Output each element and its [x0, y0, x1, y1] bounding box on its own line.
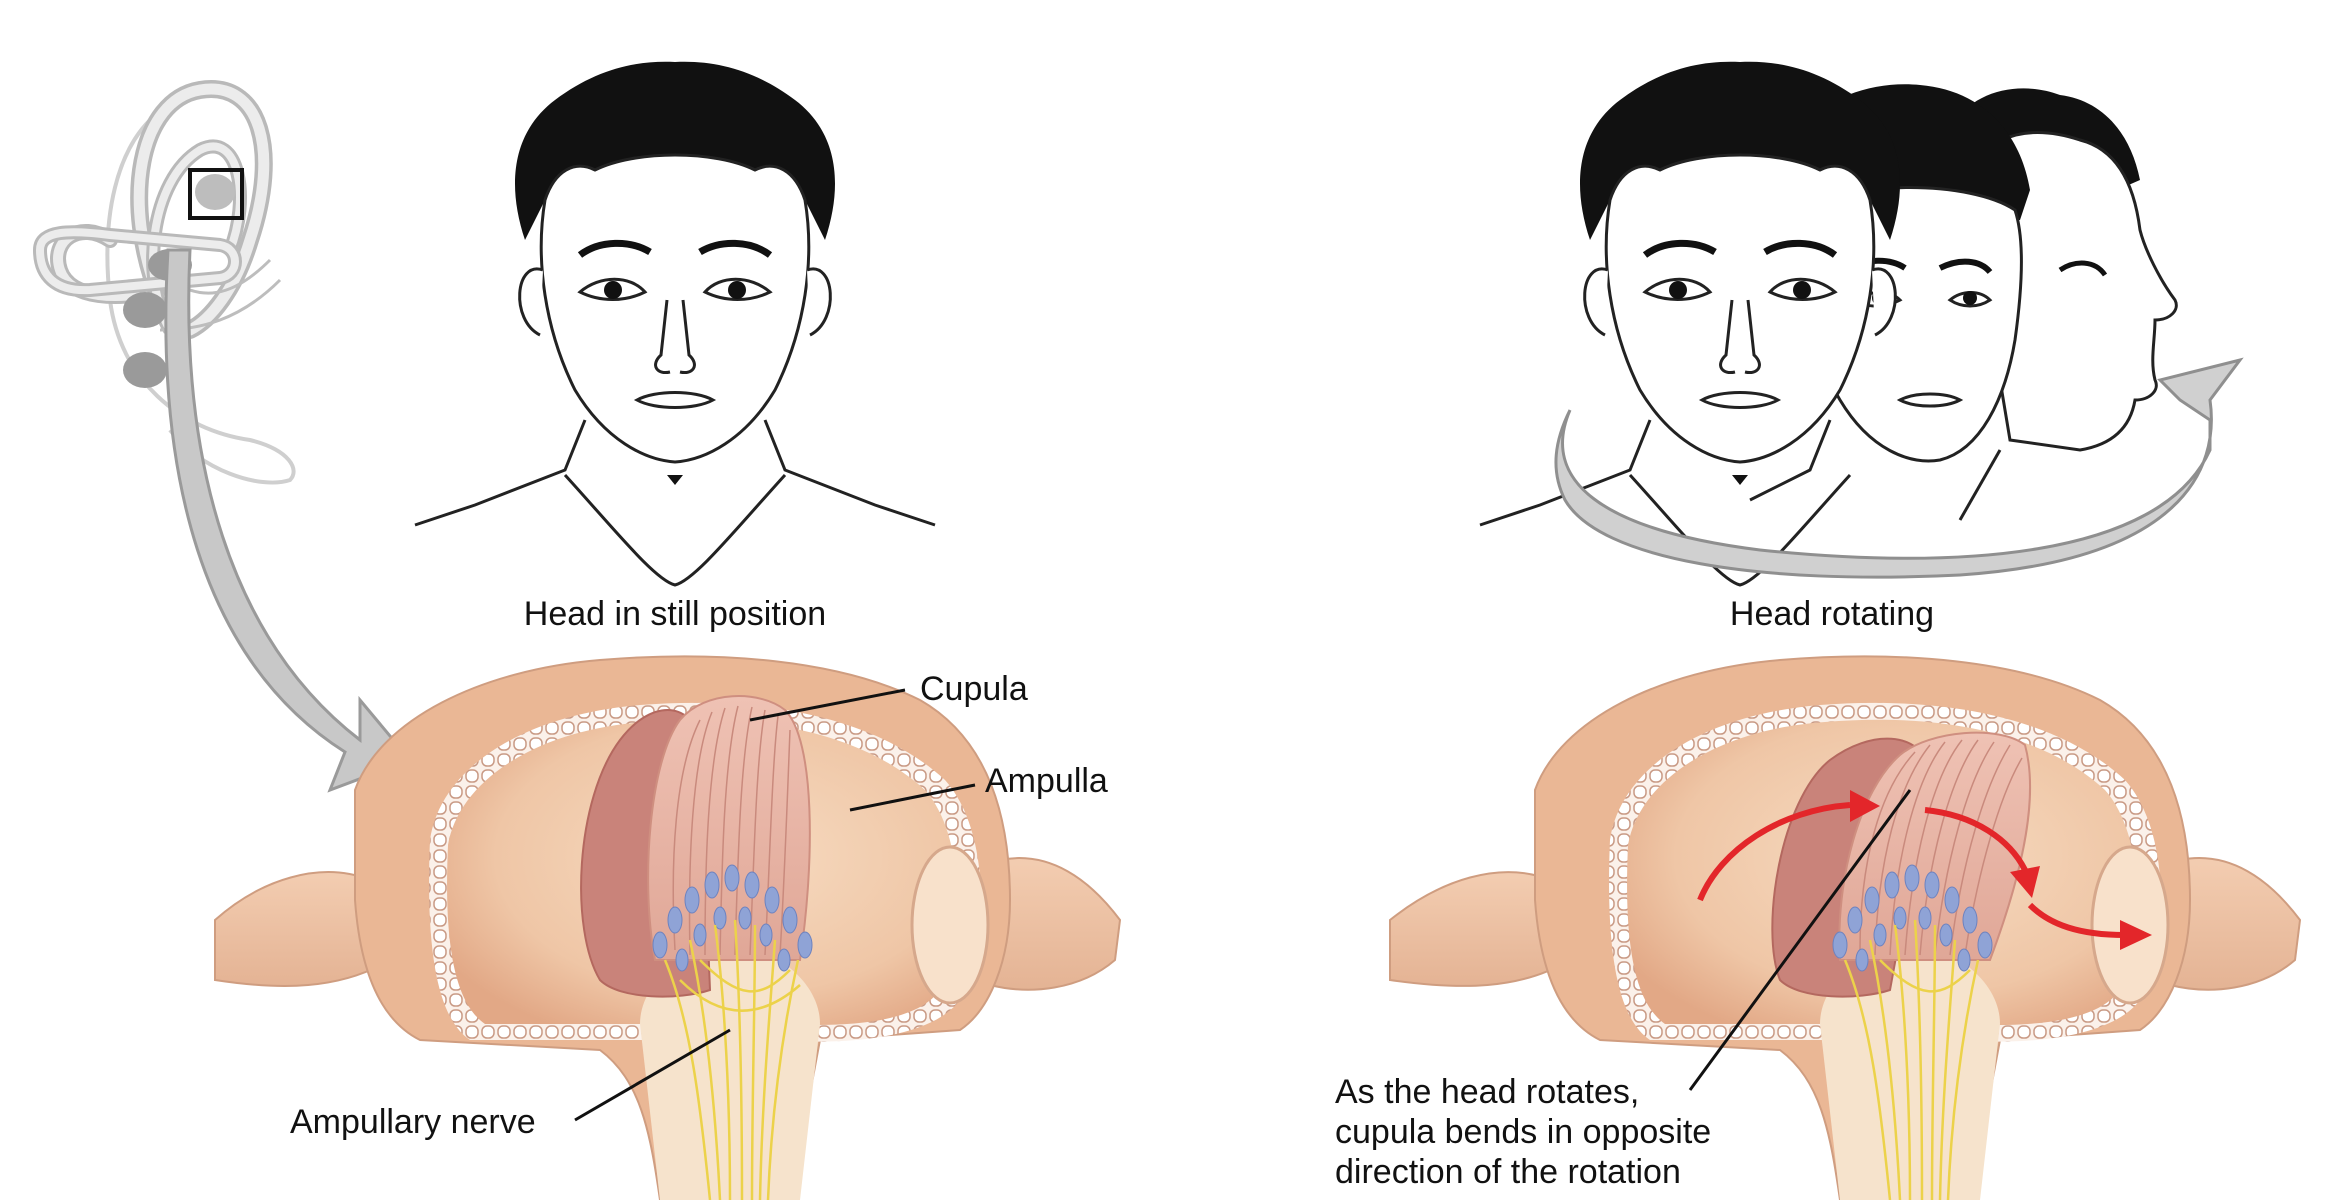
inner-ear-icon [32, 80, 296, 485]
label-rotation-note-3: direction of the rotation [1335, 1153, 1681, 1191]
label-head-rotating: Head rotating [1730, 595, 1934, 633]
zoom-arrow-icon [164, 248, 413, 793]
ampulla-rotating [1389, 655, 2302, 1200]
ampulla-still [214, 655, 1122, 1200]
rotation-arrow-icon [1554, 357, 2244, 579]
head-front-icon [414, 61, 936, 587]
label-head-still: Head in still position [524, 595, 826, 633]
head-rotating-icon [1479, 61, 2178, 587]
label-rotation-note-1: As the head rotates, [1335, 1073, 1639, 1111]
label-cupula: Cupula [920, 670, 1028, 708]
label-ampullary-nerve: Ampullary nerve [290, 1103, 536, 1141]
red-rotation-arrows-icon [1697, 790, 2152, 950]
label-ampulla: Ampulla [985, 762, 1108, 800]
label-rotation-note-2: cupula bends in opposite [1335, 1113, 1711, 1151]
